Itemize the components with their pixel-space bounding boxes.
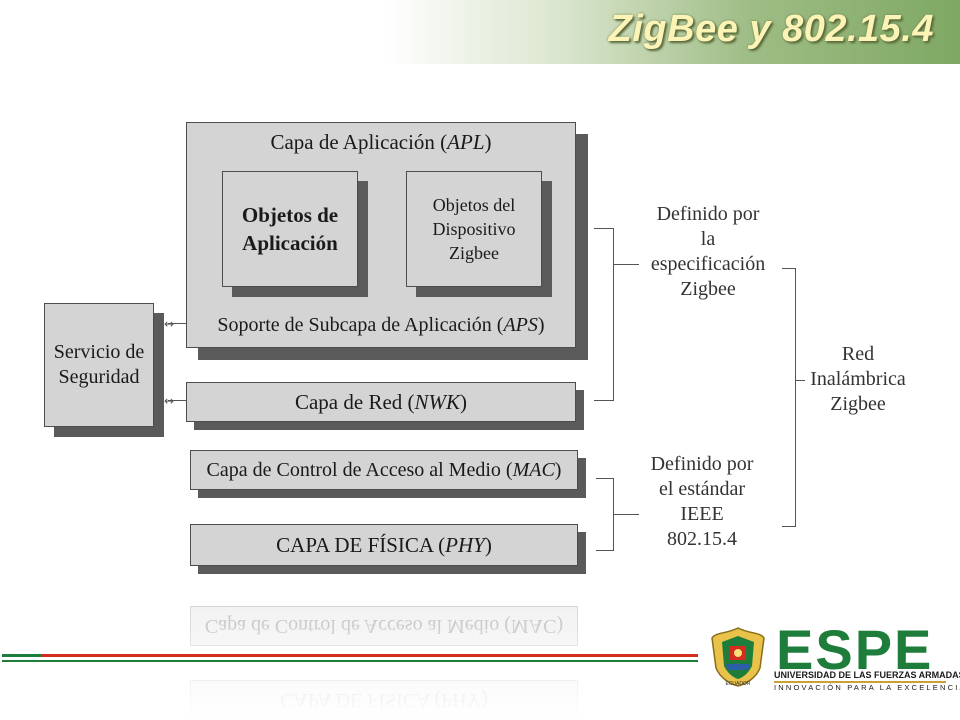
device-objects-line-1: Objetos del [432,195,516,215]
app-objects-line-1: Objetos de [241,203,339,227]
bracket-red-top [782,268,796,269]
espe-rule [774,681,946,683]
defined-ieee-line-3: IEEE [680,503,724,525]
network-line-2: Inalámbrica [810,368,906,390]
bracket-red-stub [795,380,805,381]
espe-logo-text: ESPE [776,618,934,681]
arrow-security-nwk [168,400,186,401]
defined-zigbee-line-2: la [700,228,716,250]
app-objects-line-2: Aplicación [242,231,338,255]
footer-stripe-green [2,654,42,657]
defined-ieee-line-1: Definido por [650,453,754,475]
defined-ieee-line-2: el estándar [658,478,746,500]
defined-zigbee-line-1: Definido por [656,203,760,225]
app-objects-box: Objetos de Aplicación [222,171,358,287]
bracket-zigbee-vertical [613,228,614,400]
slide-title: ZigBee y 802.15.4 [608,8,934,50]
espe-tagline: INNOVACIÓN PARA LA EXCELENCIA [774,683,960,692]
espe-subtitle: UNIVERSIDAD DE LAS FUERZAS ARMADAS [774,670,960,680]
bracket-ieee-stub [613,514,639,515]
bracket-zigbee-stub [613,264,639,265]
security-line-1: Servicio de [53,341,145,363]
defined-zigbee-line-3: especificación [650,253,766,275]
reflection-phy: CAPA DE FÍSICA (PHY) [190,680,578,720]
nwk-layer: Capa de Red (NWK) [186,382,576,422]
phy-layer: CAPA DE FÍSICA (PHY) [190,524,578,566]
apl-title: Capa de Aplicación (APL) [270,130,492,154]
defined-zigbee-line-4: Zigbee [680,278,736,300]
network-line-3: Zigbee [830,393,886,415]
network-line-1: Red [841,343,875,365]
device-objects-line-2: Dispositivo [432,219,516,239]
diagram-reflection: CAPA DE FÍSICA (PHY) Capa de Control de … [186,586,606,720]
device-objects-box: Objetos del Dispositivo Zigbee [406,171,542,287]
device-objects-line-3: Zigbee [449,243,499,263]
mac-label: Capa de Control de Acceso al Medio (MAC) [206,458,562,481]
defined-ieee-text: Definido por el estándar IEEE 802.15.4 [622,452,782,552]
mac-layer: Capa de Control de Acceso al Medio (MAC) [190,450,578,490]
bracket-zigbee-bottom [594,400,614,401]
bracket-ieee-bottom [596,550,614,551]
arrow-head-aps: ↔ [164,317,175,331]
nwk-label: Capa de Red (NWK) [294,389,468,414]
reflection-mac: Capa de Control de Acceso al Medio (MAC) [190,606,578,646]
espe-emblem-icon: ECUADOR [711,627,765,687]
bracket-red-vertical [795,268,796,526]
defined-zigbee-text: Definido por la especificación Zigbee [628,202,788,302]
footer-stripe-red [42,654,698,657]
aps-title: Soporte de Subcapa de Aplicación (APS) [217,314,545,336]
svg-text:ECUADOR: ECUADOR [725,681,750,687]
footer-stripe-green-2 [2,660,698,662]
header-bar: ZigBee y 802.15.4 [0,0,960,64]
bracket-zigbee-top [594,228,614,229]
bracket-ieee-top [596,478,614,479]
bracket-red-bottom [782,526,796,527]
security-service-box: Servicio de Seguridad [44,303,154,427]
network-text: Red Inalámbrica Zigbee [792,342,924,417]
defined-ieee-line-4: 802.15.4 [667,528,737,550]
phy-label: CAPA DE FÍSICA (PHY) [276,532,492,557]
arrow-security-aps [168,323,186,324]
security-line-2: Seguridad [58,366,140,388]
arrow-head-nwk: ↔ [164,394,175,408]
